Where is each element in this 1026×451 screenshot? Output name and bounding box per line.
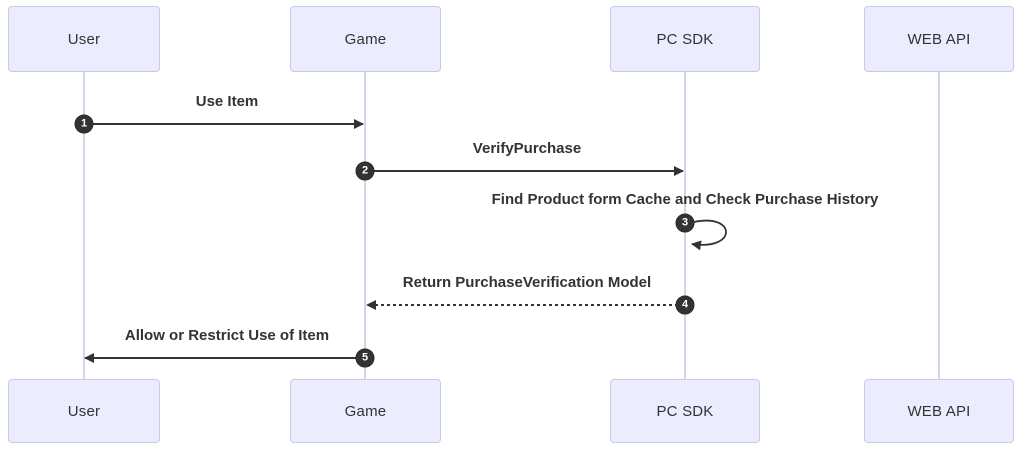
lifeline-game [364,72,366,379]
sequence-number-badge-4: 4 [675,295,695,315]
actor-label-web-api: WEB API [907,402,971,420]
lifeline-user [83,72,85,379]
message-label-3: Find Product form Cache and Check Purcha… [491,191,879,208]
actor-box-user-top: User [8,6,160,72]
actor-label-game: Game [344,30,387,48]
sequence-number-badge-5: 5 [355,348,375,368]
sequence-number-badge-2: 2 [355,161,375,181]
sequence-number-badge-3: 3 [675,213,695,233]
actor-box-web-api-bottom: WEB API [864,379,1014,443]
message-label-1: Use Item [195,93,259,110]
message-label-5: Allow or Restrict Use of Item [124,327,330,344]
message-label-2: VerifyPurchase [472,140,582,157]
actor-box-user-bottom: User [8,379,160,443]
actor-box-game-top: Game [290,6,441,72]
actor-label-web-api: WEB API [907,30,971,48]
actor-label-game: Game [344,402,387,420]
self-loop-arrow-3 [691,219,727,251]
actor-box-pc-sdk-bottom: PC SDK [610,379,760,443]
sequence-number-badge-1: 1 [74,114,94,134]
actor-box-web-api-top: WEB API [864,6,1014,72]
actor-box-game-bottom: Game [290,379,441,443]
actor-label-user: User [67,30,101,48]
message-label-4: Return PurchaseVerification Model [402,274,652,291]
actor-label-pc-sdk: PC SDK [656,402,714,420]
actor-box-pc-sdk-top: PC SDK [610,6,760,72]
actor-label-user: User [67,402,101,420]
actor-label-pc-sdk: PC SDK [656,30,714,48]
lifeline-web-api [938,72,940,379]
